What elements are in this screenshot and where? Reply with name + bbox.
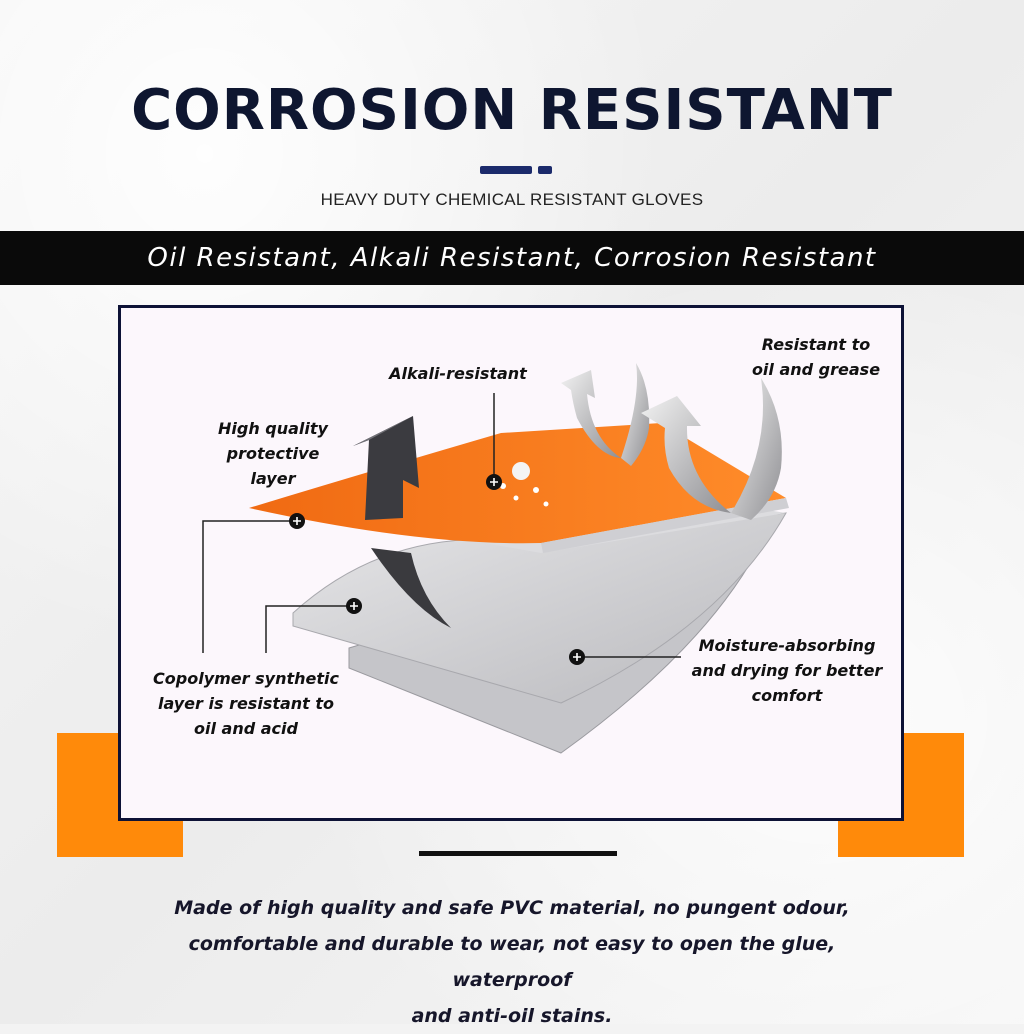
layer-diagram-panel: Alkali-resistant Resistant to oil and gr…: [118, 305, 904, 821]
label-alkali-resistant: Alkali-resistant: [383, 361, 533, 386]
feature-banner: Oil Resistant, Alkali Resistant, Corrosi…: [0, 231, 1024, 285]
label-oil-grease: Resistant to oil and grease: [751, 332, 881, 382]
layer-diagram-illustration: [202, 363, 789, 754]
product-description: Made of high quality and safe PVC materi…: [140, 890, 884, 1034]
title-underline-short: [538, 166, 552, 174]
section-divider: [419, 851, 617, 856]
deflect-arrow-4: [731, 378, 782, 520]
swoosh-under: [371, 548, 451, 628]
deflect-arrow-1: [561, 370, 621, 458]
page-title: CORROSION RESISTANT: [131, 78, 893, 143]
title-underline-long: [480, 166, 532, 174]
page-subtitle: HEAVY DUTY CHEMICAL RESISTANT GLOVES: [320, 190, 704, 209]
marker-dots: [289, 474, 585, 665]
label-protective-line2: protective layer: [226, 444, 320, 488]
feature-banner-text: Oil Resistant, Alkali Resistant, Corrosi…: [147, 243, 877, 273]
description-line2: comfortable and durable to wear, not eas…: [188, 933, 836, 991]
description-line1: Made of high quality and safe PVC materi…: [174, 897, 850, 919]
description-line3: and anti-oil stains.: [411, 1005, 613, 1027]
label-copolymer-line3: oil and acid: [194, 719, 298, 738]
deflect-arrow-2: [621, 363, 650, 466]
label-alkali-line1: Alkali-resistant: [389, 364, 527, 383]
label-oil-grease-line1: Resistant to: [761, 335, 871, 354]
label-moisture-line2: and drying for better: [691, 661, 883, 680]
label-moisture-line1: Moisture-absorbing: [698, 636, 876, 655]
label-protective-line1: High quality: [218, 419, 328, 438]
up-arrow-left: [353, 416, 419, 520]
label-moisture-line3: comfort: [751, 686, 823, 705]
copolymer-layer: [292, 512, 787, 704]
label-copolymer-line2: layer is resistant to: [157, 694, 335, 713]
label-copolymer-layer: Copolymer synthetic layer is resistant t…: [151, 666, 341, 741]
label-protective-layer: High quality protective layer: [203, 416, 343, 491]
label-moisture-absorbing: Moisture-absorbing and drying for better…: [687, 633, 887, 708]
deflect-arrow-3: [641, 396, 731, 513]
droplet: [512, 462, 530, 480]
label-oil-grease-line2: oil and grease: [751, 360, 881, 379]
label-copolymer-line1: Copolymer synthetic: [153, 669, 339, 688]
